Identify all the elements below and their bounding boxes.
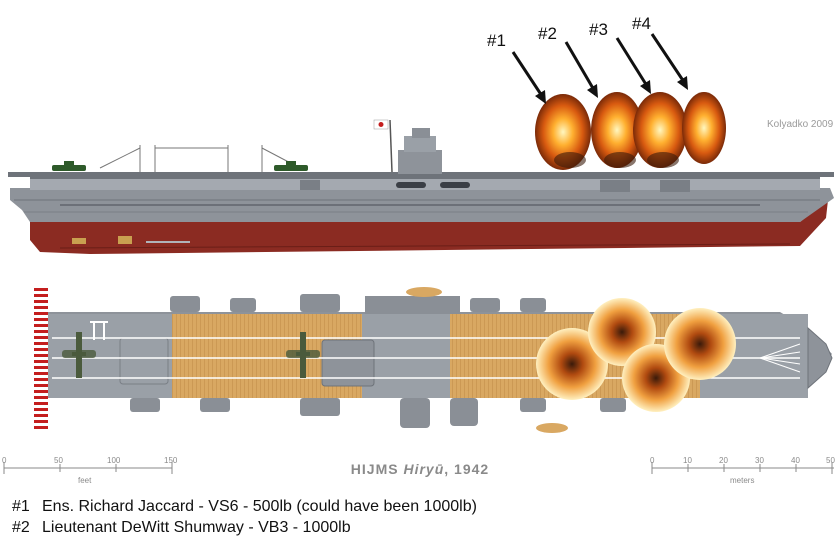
meters-tick-20: 20 bbox=[719, 456, 728, 465]
meters-tick-40: 40 bbox=[791, 456, 800, 465]
meters-tick-30: 30 bbox=[755, 456, 764, 465]
caption-line-2: #2 Lieutenant DeWitt Shumway - VB3 - 1000… bbox=[12, 519, 351, 537]
hit-label-3: #3 bbox=[589, 20, 608, 39]
top-explosions bbox=[536, 298, 736, 412]
feet-tick-150: 150 bbox=[164, 456, 178, 465]
scale-meters-bar bbox=[651, 462, 834, 474]
feet-tick-100: 100 bbox=[107, 456, 121, 465]
side-profile bbox=[8, 119, 834, 254]
scale-feet-bar bbox=[3, 462, 173, 474]
side-explosions bbox=[535, 92, 726, 170]
hit-label-1: #1 bbox=[487, 31, 506, 50]
feet-tick-50: 50 bbox=[54, 456, 63, 465]
caption-text: Lieutenant DeWitt Shumway - VB3 - 1000lb bbox=[42, 519, 351, 536]
feet-tick-0: 0 bbox=[2, 456, 7, 465]
ship-year: , 1942 bbox=[444, 461, 490, 477]
artist-credit: Kolyadko 2009 bbox=[767, 119, 834, 130]
caption-text: Ens. Richard Jaccard - VS6 - 500lb (coul… bbox=[42, 498, 477, 515]
meters-unit: meters bbox=[730, 476, 755, 485]
hit-label-2: #2 bbox=[538, 24, 557, 43]
meters-tick-50: 50 bbox=[826, 456, 835, 465]
feet-unit: feet bbox=[78, 476, 92, 485]
meters-tick-0: 0 bbox=[650, 456, 655, 465]
hit-arrows bbox=[511, 33, 688, 104]
ship-name: Hiryū bbox=[403, 461, 445, 477]
hit-label-4: #4 bbox=[632, 14, 651, 33]
ship-title: HIJMS Hiryū, 1942 bbox=[0, 461, 840, 477]
meters-tick-10: 10 bbox=[683, 456, 692, 465]
caption-line-1: #1 Ens. Richard Jaccard - VS6 - 500lb (co… bbox=[12, 498, 477, 516]
caption-num: #2 bbox=[12, 519, 30, 536]
stern-stripes bbox=[34, 288, 48, 432]
caption-num: #1 bbox=[12, 498, 30, 515]
ship-prefix: HIJMS bbox=[350, 461, 399, 477]
